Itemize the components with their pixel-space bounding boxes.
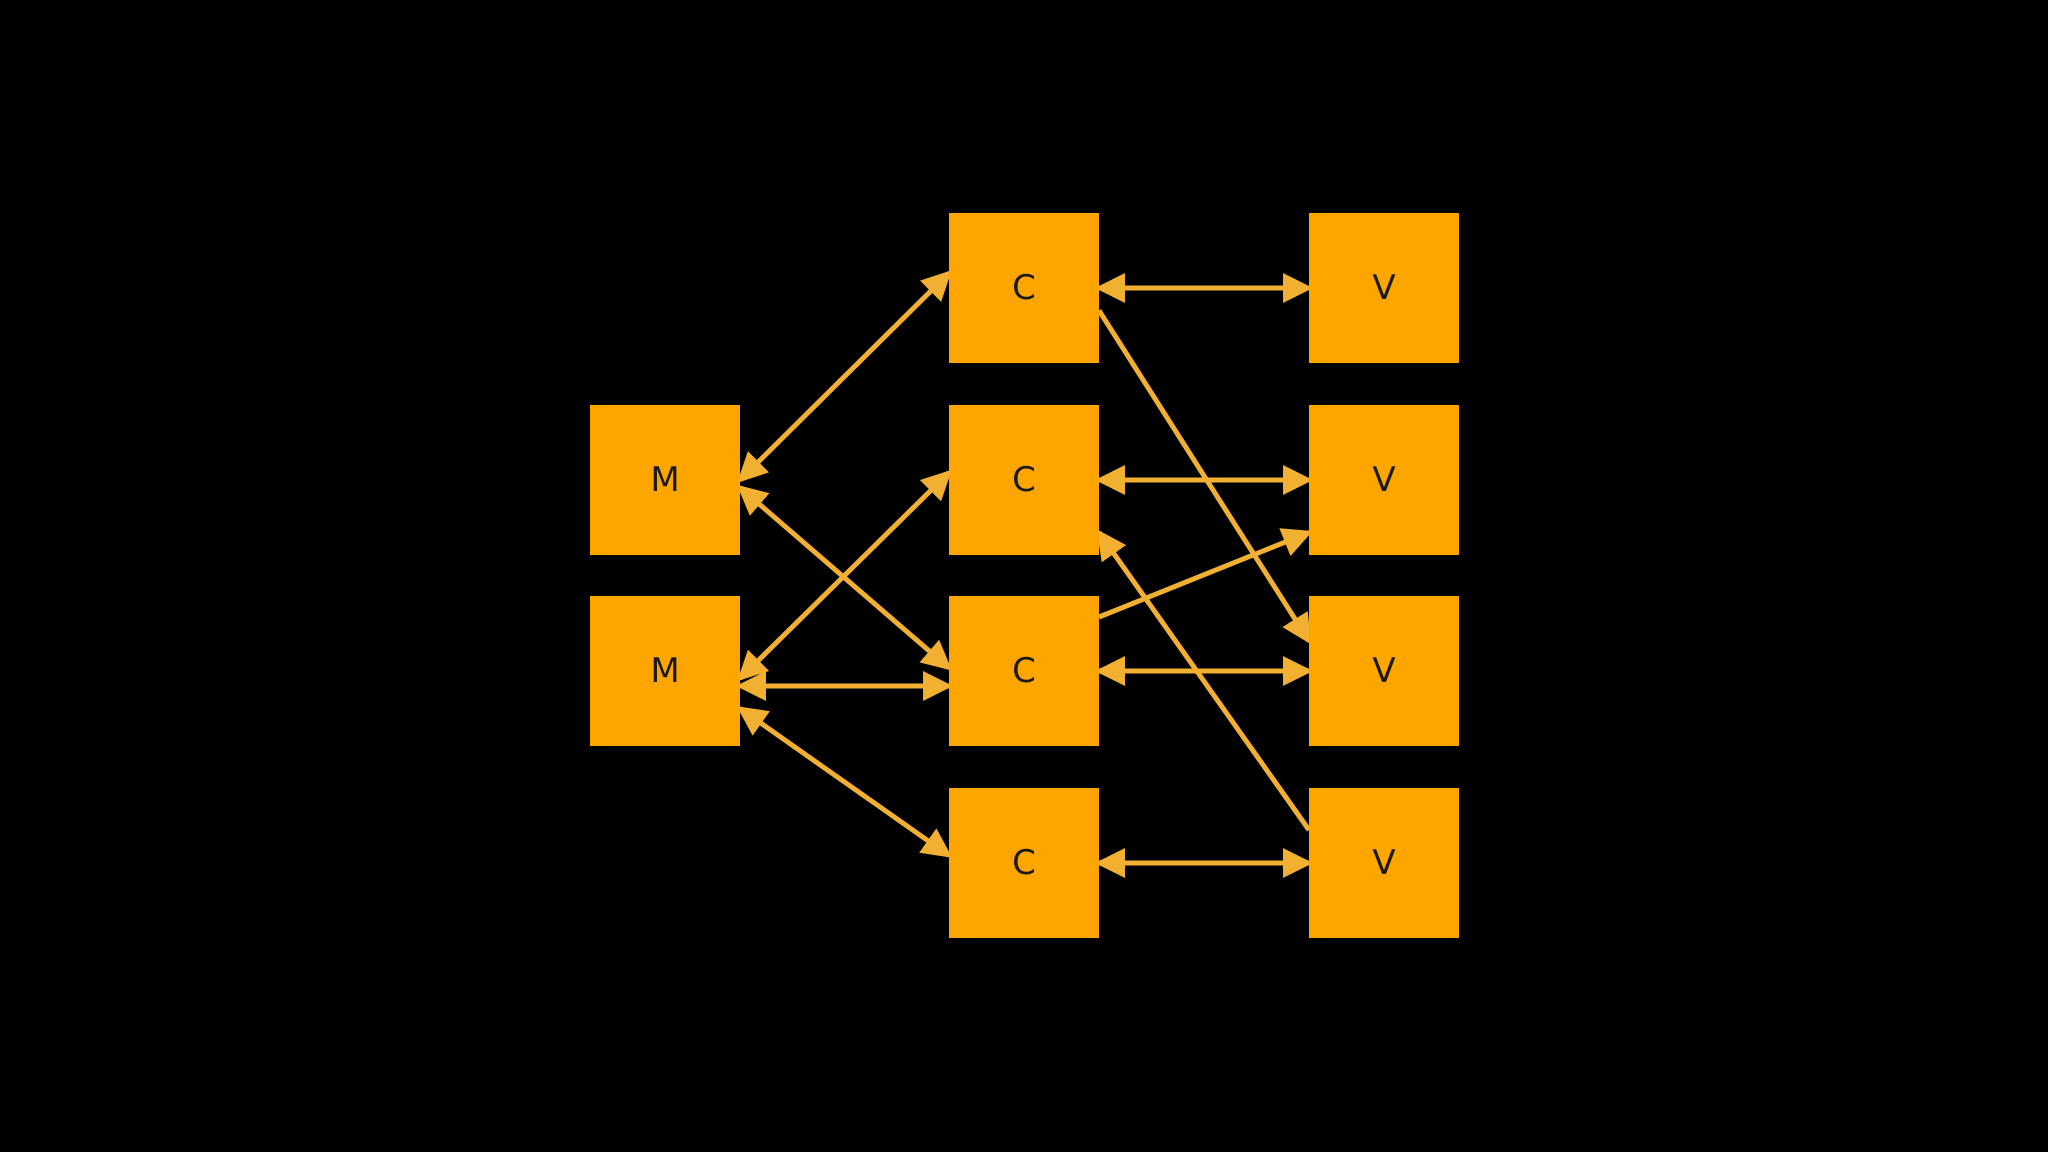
- edge-c3-v2: [1098, 528, 1313, 620]
- model-node-1: M: [590, 405, 740, 555]
- edge-m2-c2: [737, 469, 952, 682]
- edge-c1-v3: [1096, 309, 1312, 645]
- edge-m2-c4: [736, 706, 953, 858]
- controller-node-4: C: [949, 788, 1099, 938]
- view-node-1: V: [1309, 213, 1459, 363]
- view-node-2: V: [1309, 405, 1459, 555]
- view-node-4: V: [1309, 788, 1459, 938]
- controller-node-2: C: [949, 405, 1099, 555]
- controller-node-1: C: [949, 213, 1099, 363]
- edge-v4-c2: [1096, 529, 1312, 832]
- view-node-3: V: [1309, 596, 1459, 746]
- controller-node-3: C: [949, 596, 1099, 746]
- model-node-2: M: [590, 596, 740, 746]
- edge-m1-c1: [737, 270, 952, 483]
